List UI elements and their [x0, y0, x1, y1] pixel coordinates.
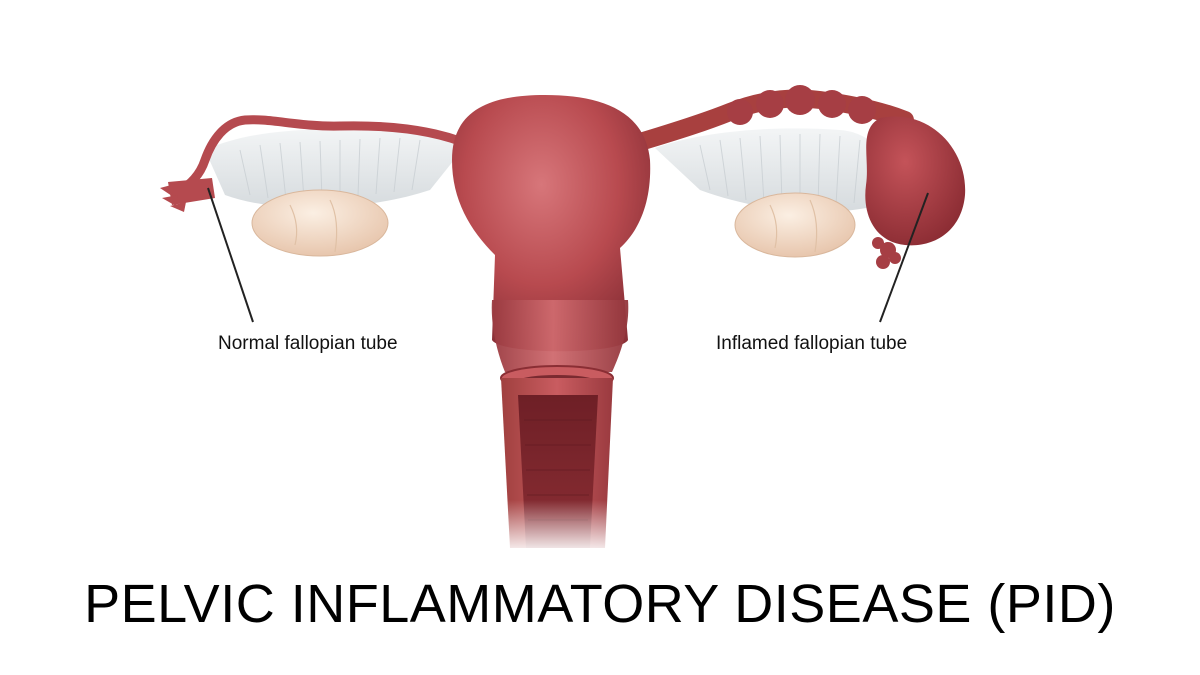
cervix [491, 300, 629, 372]
uterus-body [452, 95, 651, 352]
label-inflamed-fallopian-tube: Inflamed fallopian tube [716, 333, 908, 354]
pointer-line-normal [207, 187, 254, 323]
left-ligament-striations [239, 137, 421, 201]
left-fimbriae [160, 178, 215, 212]
right-fimbriae [872, 237, 901, 269]
diagram-title: PELVIC INFLAMMATORY DISEASE (PID) [84, 574, 1116, 634]
left-ovary [251, 189, 389, 257]
right-broad-ligament [655, 128, 888, 212]
label-normal-fallopian-tube: Normal fallopian tube [218, 333, 398, 354]
pointer-line-inflamed [879, 192, 929, 323]
swollen-ampulla [865, 116, 966, 246]
right-ovary [734, 192, 856, 258]
left-fallopian-tube [175, 115, 475, 195]
right-tube-swellings [727, 85, 876, 125]
left-broad-ligament [205, 127, 462, 208]
